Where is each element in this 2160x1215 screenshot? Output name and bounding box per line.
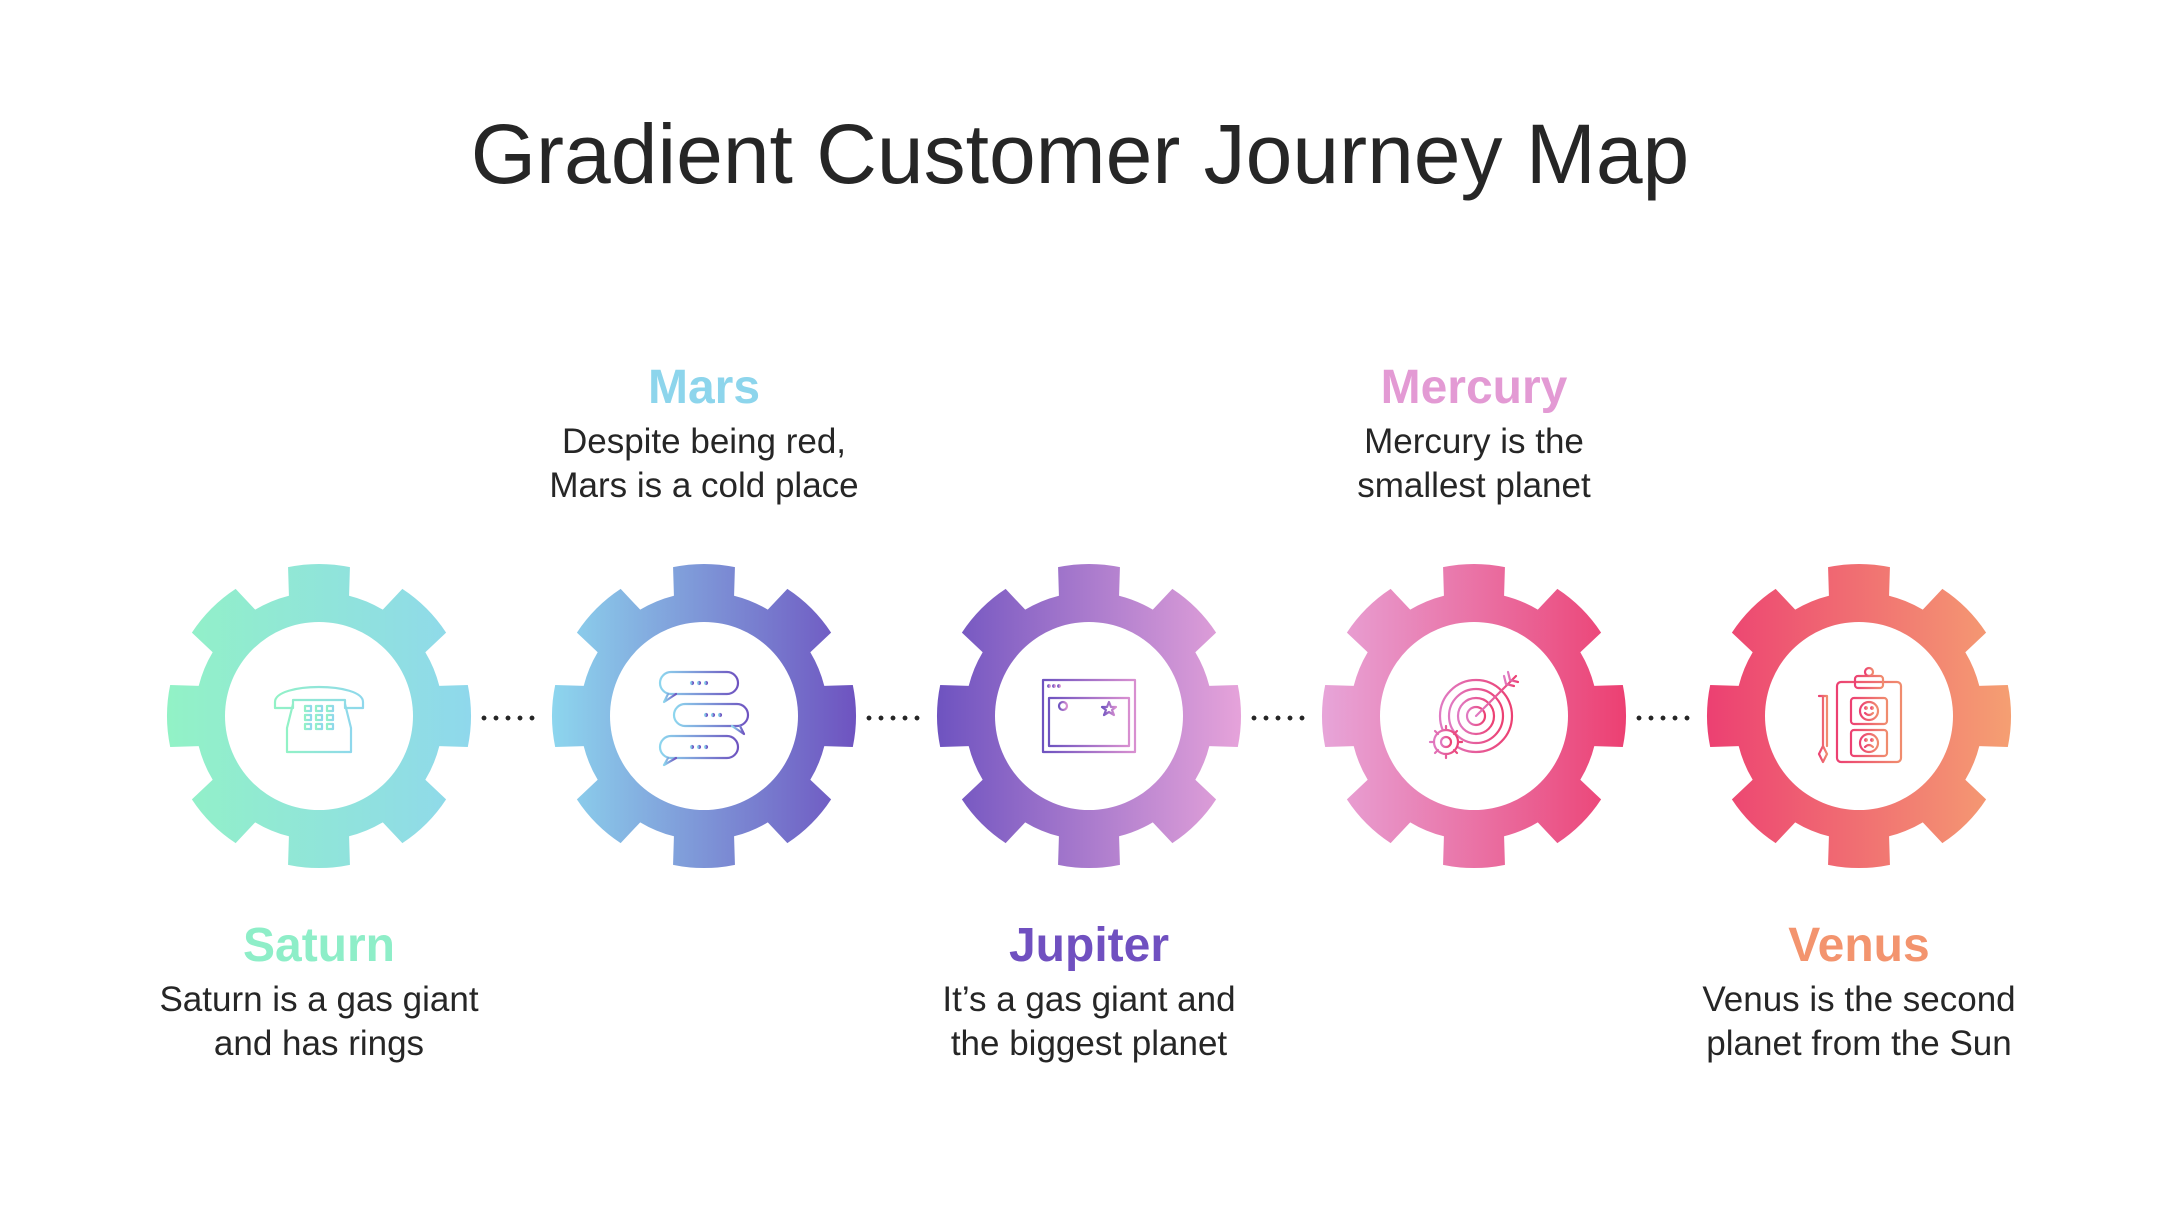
stage-name: Mars [647,361,761,414]
stage-name: Mercury [1380,361,1568,414]
stage-label-mars: Mars Despite being red,Mars is a cold pl… [484,360,924,508]
gear-jupiter [936,563,1242,869]
page-title: Gradient Customer Journey Map [470,107,1690,201]
stage-description: Despite being red,Mars is a cold place [549,422,859,505]
chat-bubbles-icon [654,666,754,767]
connector-dots [863,715,923,721]
browser-window-icon [1039,666,1139,766]
target-gear-icon [1424,666,1524,766]
gear-mercury [1321,563,1627,869]
gear-mars [551,563,857,869]
stage-name: Saturn [242,919,395,972]
telephone-icon [269,666,369,766]
connector-dots [1633,715,1693,721]
stage-name: Jupiter [1008,919,1170,972]
connector-dots [1248,715,1308,721]
feedback-clipboard-icon [1809,666,1909,766]
gear-venus [1706,563,2012,869]
gear-saturn [166,563,472,869]
stage-name: Venus [1788,919,1930,972]
connector-dots [478,715,538,721]
